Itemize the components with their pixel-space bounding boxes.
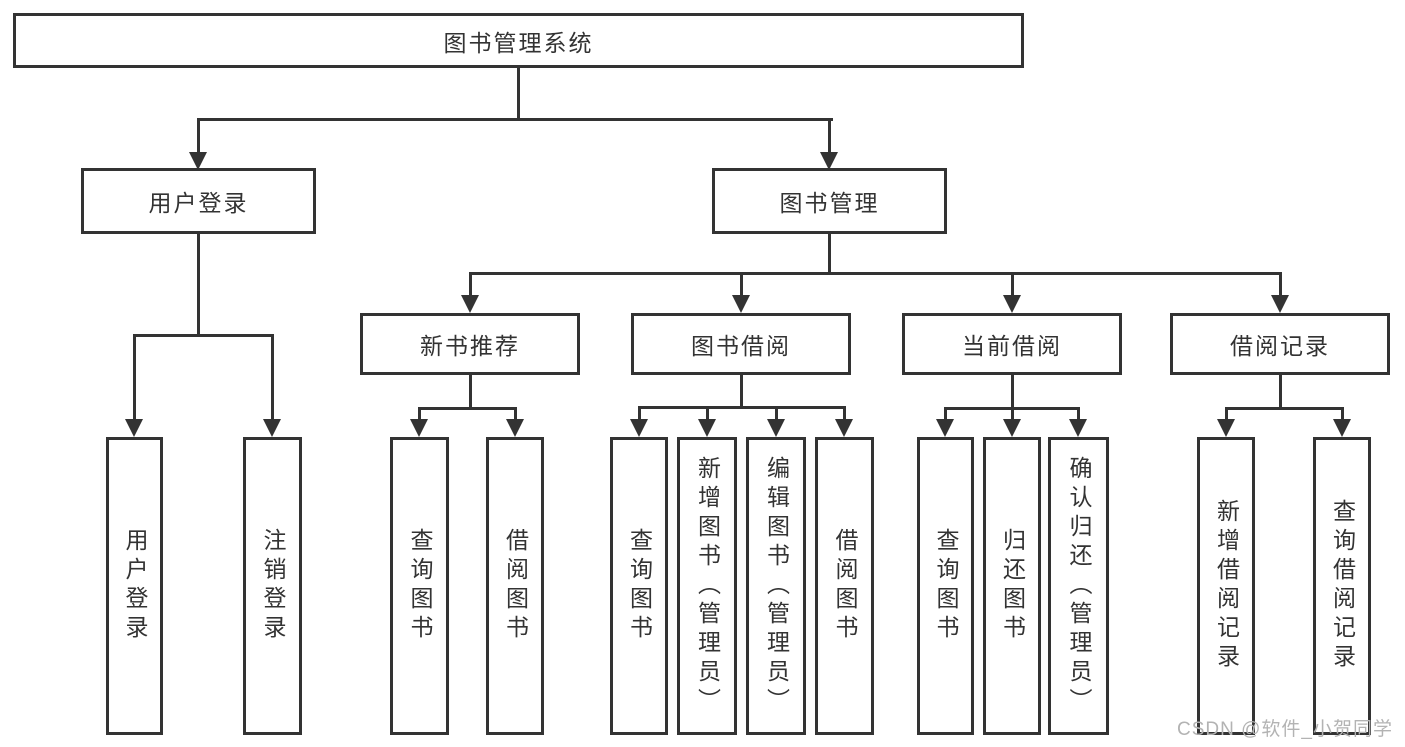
leaf-query-books-recommend: 查询图书: [390, 437, 449, 735]
leaf-return-book: 归还图书: [983, 437, 1041, 735]
connector-line: [638, 406, 641, 420]
connector-line: [828, 118, 831, 152]
node-label: 编辑图书（管理员）: [763, 455, 790, 717]
leaf-borrow-books-recommend: 借阅图书: [486, 437, 544, 735]
node-book-borrow: 图书借阅: [631, 313, 851, 375]
arrow-down-icon: [1003, 419, 1021, 437]
arrow-down-icon: [263, 419, 281, 437]
leaf-query-books-borrow: 查询图书: [610, 437, 668, 735]
leaf-add-borrow-record: 新增借阅记录: [1197, 437, 1255, 735]
leaf-edit-book-admin: 编辑图书（管理员）: [746, 437, 806, 735]
connector-line: [1011, 272, 1014, 297]
node-label: 新增图书（管理员）: [694, 455, 721, 717]
node-label: 新书推荐: [420, 333, 520, 359]
connector-line: [740, 272, 743, 297]
arrow-down-icon: [767, 419, 785, 437]
arrow-down-icon: [125, 419, 143, 437]
connector-line: [197, 118, 833, 121]
node-borrow-records: 借阅记录: [1170, 313, 1390, 375]
connector-line: [828, 233, 831, 274]
connector-line: [740, 375, 743, 408]
node-label: 借阅图书: [502, 528, 529, 644]
connector-line: [1225, 407, 1228, 420]
connector-line: [1077, 407, 1080, 420]
arrow-down-icon: [189, 152, 207, 170]
connector-line: [133, 334, 274, 337]
arrow-down-icon: [1217, 419, 1235, 437]
leaf-query-books-current: 查询图书: [917, 437, 974, 735]
arrow-down-icon: [820, 152, 838, 170]
connector-line: [1341, 407, 1344, 420]
connector-line: [469, 272, 472, 297]
node-label: 注销登录: [260, 528, 286, 644]
connector-line: [517, 68, 520, 119]
node-label: 确认归还（管理员）: [1066, 455, 1092, 717]
arrow-down-icon: [835, 419, 853, 437]
connector-line: [469, 272, 1282, 275]
connector-line: [1225, 407, 1344, 410]
leaf-user-login: 用户登录: [106, 437, 163, 735]
connector-line: [1011, 407, 1014, 420]
arrow-down-icon: [506, 419, 524, 437]
connector-line: [418, 407, 517, 410]
connector-line: [1279, 375, 1282, 409]
leaf-query-borrow-record: 查询借阅记录: [1313, 437, 1371, 735]
arrow-down-icon: [1333, 419, 1351, 437]
node-label: 借阅记录: [1230, 333, 1330, 359]
leaf-add-book-admin: 新增图书（管理员）: [677, 437, 737, 735]
node-label: 当前借阅: [962, 333, 1062, 359]
watermark: CSDN @软件_小贺同学: [1177, 719, 1393, 740]
connector-line: [197, 234, 200, 336]
arrow-down-icon: [1271, 295, 1289, 313]
node-label: 新增借阅记录: [1213, 499, 1240, 673]
connector-line: [469, 375, 472, 409]
node-label: 查询图书: [407, 528, 433, 644]
connector-line: [1279, 272, 1282, 297]
arrow-down-icon: [732, 295, 750, 313]
node-label: 查询图书: [933, 528, 959, 644]
leaf-borrow-books: 借阅图书: [815, 437, 874, 735]
node-label: 查询图书: [626, 528, 653, 644]
node-new-book-recommend: 新书推荐: [360, 313, 580, 375]
node-label: 用户登录: [148, 190, 249, 216]
node-book-management: 图书管理: [712, 168, 947, 234]
connector-line: [271, 334, 274, 420]
node-label: 查询借阅记录: [1329, 499, 1356, 673]
leaf-confirm-return-admin: 确认归还（管理员）: [1048, 437, 1109, 735]
arrow-down-icon: [936, 419, 954, 437]
connector-line: [514, 407, 517, 420]
arrow-down-icon: [1069, 419, 1087, 437]
connector-line: [706, 406, 709, 420]
node-label: 图书管理系统: [443, 29, 594, 56]
arrow-down-icon: [630, 419, 648, 437]
arrow-down-icon: [1003, 295, 1021, 313]
connector-line: [1011, 375, 1014, 409]
connector-line: [638, 406, 846, 409]
node-library-system: 图书管理系统: [13, 13, 1024, 68]
node-label: 归还图书: [999, 528, 1026, 644]
arrow-down-icon: [698, 419, 716, 437]
node-current-borrow: 当前借阅: [902, 313, 1122, 375]
arrow-down-icon: [410, 419, 428, 437]
connector-line: [775, 406, 778, 420]
node-user-login: 用户登录: [81, 168, 316, 234]
node-label: 借阅图书: [832, 528, 858, 644]
arrow-down-icon: [461, 295, 479, 313]
connector-line: [843, 406, 846, 420]
connector-line: [418, 407, 421, 420]
node-label: 用户登录: [122, 528, 148, 644]
node-label: 图书管理: [779, 190, 880, 216]
node-label: 图书借阅: [691, 333, 791, 359]
connector-line: [944, 407, 947, 420]
leaf-logout: 注销登录: [243, 437, 302, 735]
connector-line: [133, 334, 136, 420]
connector-line: [197, 118, 200, 152]
